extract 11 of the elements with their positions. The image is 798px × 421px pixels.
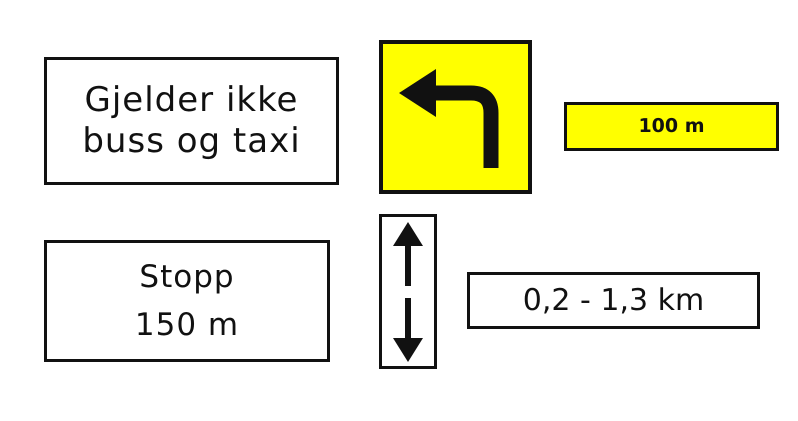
sign-plate: [44, 240, 330, 362]
sign-plate: [44, 57, 339, 185]
sign-plate: [379, 214, 437, 369]
sign-text: 150 m: [134, 306, 240, 345]
sign-text: 100 m: [638, 115, 705, 138]
sign-plate: [467, 272, 760, 329]
sign-text: Stopp: [139, 258, 235, 297]
sign-plate: [564, 102, 779, 151]
sign-text: 0,2 - 1,3 km: [522, 282, 704, 318]
sign-plate: [379, 40, 532, 194]
sign-text: Gjelder ikke buss og taxi: [81, 80, 302, 162]
